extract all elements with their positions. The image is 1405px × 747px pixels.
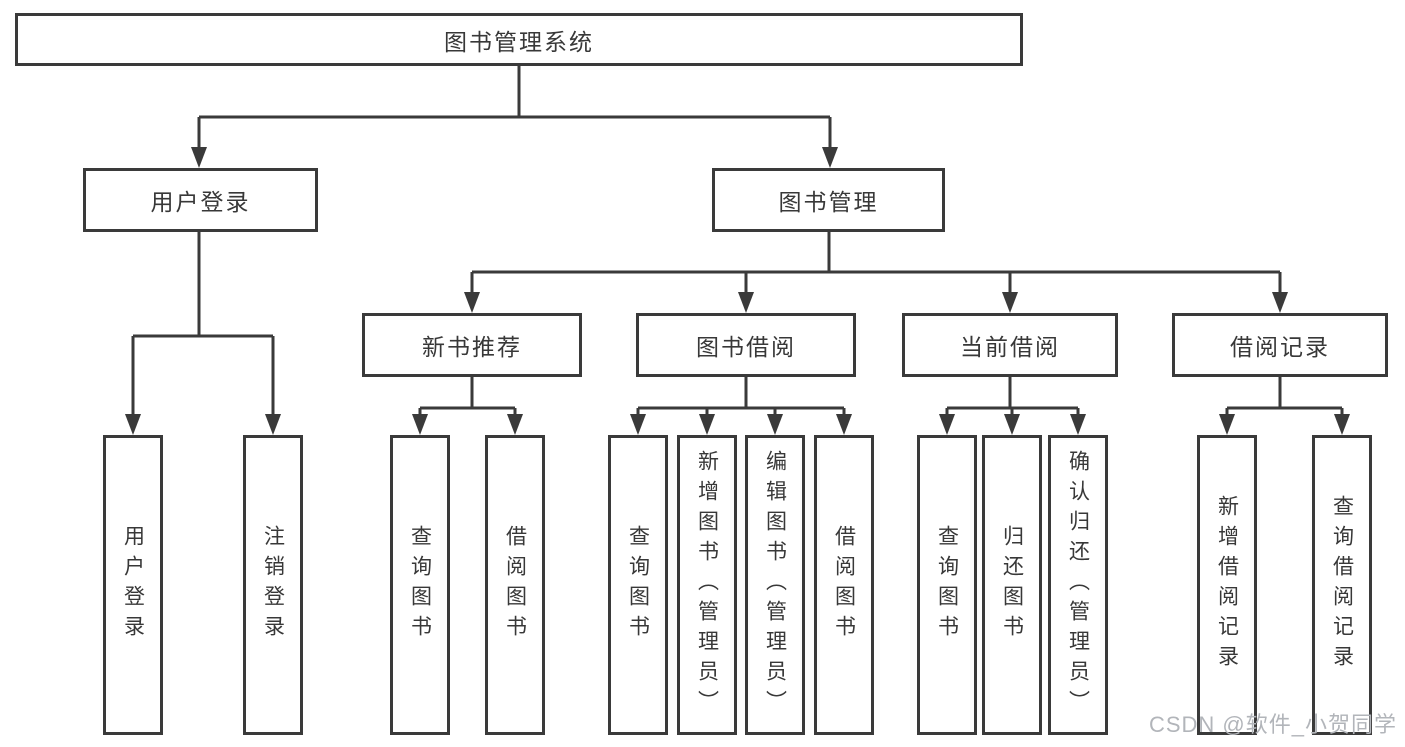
node-user-login-label: 用户登录 <box>150 189 251 215</box>
leaf-add-borrow-record-label: 新增借阅记录 <box>1215 495 1239 675</box>
leaf-query-books-recommend-label: 查询图书 <box>408 525 432 645</box>
csdn-watermark: CSDN @软件_小贺同学 <box>1148 712 1397 737</box>
leaf-query-borrow-record-label: 查询借阅记录 <box>1330 495 1354 675</box>
leaf-confirm-return-admin-label: 确认归还（管理员） <box>1066 450 1090 720</box>
connector-bookborrow-to-leaves <box>636 377 846 418</box>
leaf-borrow-books-recommend: 借阅图书 <box>485 435 545 735</box>
connector-newbook-to-leaves <box>418 377 517 418</box>
leaf-add-book-admin: 新增图书（管理员） <box>677 435 737 735</box>
node-borrow-records: 借阅记录 <box>1172 313 1388 377</box>
leaf-borrow-books-label: 借阅图书 <box>832 525 856 645</box>
arrowheads <box>125 147 1350 435</box>
leaf-add-book-admin-label: 新增图书（管理员） <box>695 450 719 720</box>
leaf-borrow-books-recommend-label: 借阅图书 <box>503 525 527 645</box>
leaf-return-book: 归还图书 <box>982 435 1042 735</box>
node-new-book-recommend-label: 新书推荐 <box>422 334 522 360</box>
node-book-management: 图书管理 <box>712 168 945 232</box>
node-current-borrow-label: 当前借阅 <box>960 334 1060 360</box>
leaf-query-books-recommend: 查询图书 <box>390 435 450 735</box>
leaf-return-book-label: 归还图书 <box>1000 525 1024 645</box>
leaf-logout: 注销登录 <box>243 435 303 735</box>
leaf-confirm-return-admin: 确认归还（管理员） <box>1048 435 1108 735</box>
node-borrow-records-label: 借阅记录 <box>1230 334 1330 360</box>
leaf-borrow-books: 借阅图书 <box>814 435 874 735</box>
node-user-login: 用户登录 <box>83 168 318 232</box>
node-new-book-recommend: 新书推荐 <box>362 313 582 377</box>
node-book-borrow: 图书借阅 <box>636 313 856 377</box>
leaf-edit-book-admin: 编辑图书（管理员） <box>745 435 805 735</box>
connector-borrowrecords-to-leaves <box>1225 377 1344 418</box>
leaf-query-books-current-label: 查询图书 <box>935 525 959 645</box>
node-library-system: 图书管理系统 <box>15 13 1023 66</box>
leaf-add-borrow-record: 新增借阅记录 <box>1197 435 1257 735</box>
leaf-user-login: 用户登录 <box>103 435 163 735</box>
node-book-management-label: 图书管理 <box>778 189 879 215</box>
connector-root-to-level1 <box>197 66 832 150</box>
leaf-edit-book-admin-label: 编辑图书（管理员） <box>763 450 787 720</box>
connector-userlogin-to-leaves <box>131 232 275 417</box>
connector-bookmgmt-to-level2 <box>470 232 1282 295</box>
node-current-borrow: 当前借阅 <box>902 313 1118 377</box>
node-book-borrow-label: 图书借阅 <box>696 334 796 360</box>
leaf-query-books-current: 查询图书 <box>917 435 977 735</box>
leaf-query-books-borrow: 查询图书 <box>608 435 668 735</box>
leaf-logout-label: 注销登录 <box>261 525 285 645</box>
connector-currentborrow-to-leaves <box>945 377 1080 418</box>
leaf-query-borrow-record: 查询借阅记录 <box>1312 435 1372 735</box>
node-library-system-label: 图书管理系统 <box>444 28 594 55</box>
leaf-query-books-borrow-label: 查询图书 <box>626 525 650 645</box>
leaf-user-login-label: 用户登录 <box>121 525 145 645</box>
